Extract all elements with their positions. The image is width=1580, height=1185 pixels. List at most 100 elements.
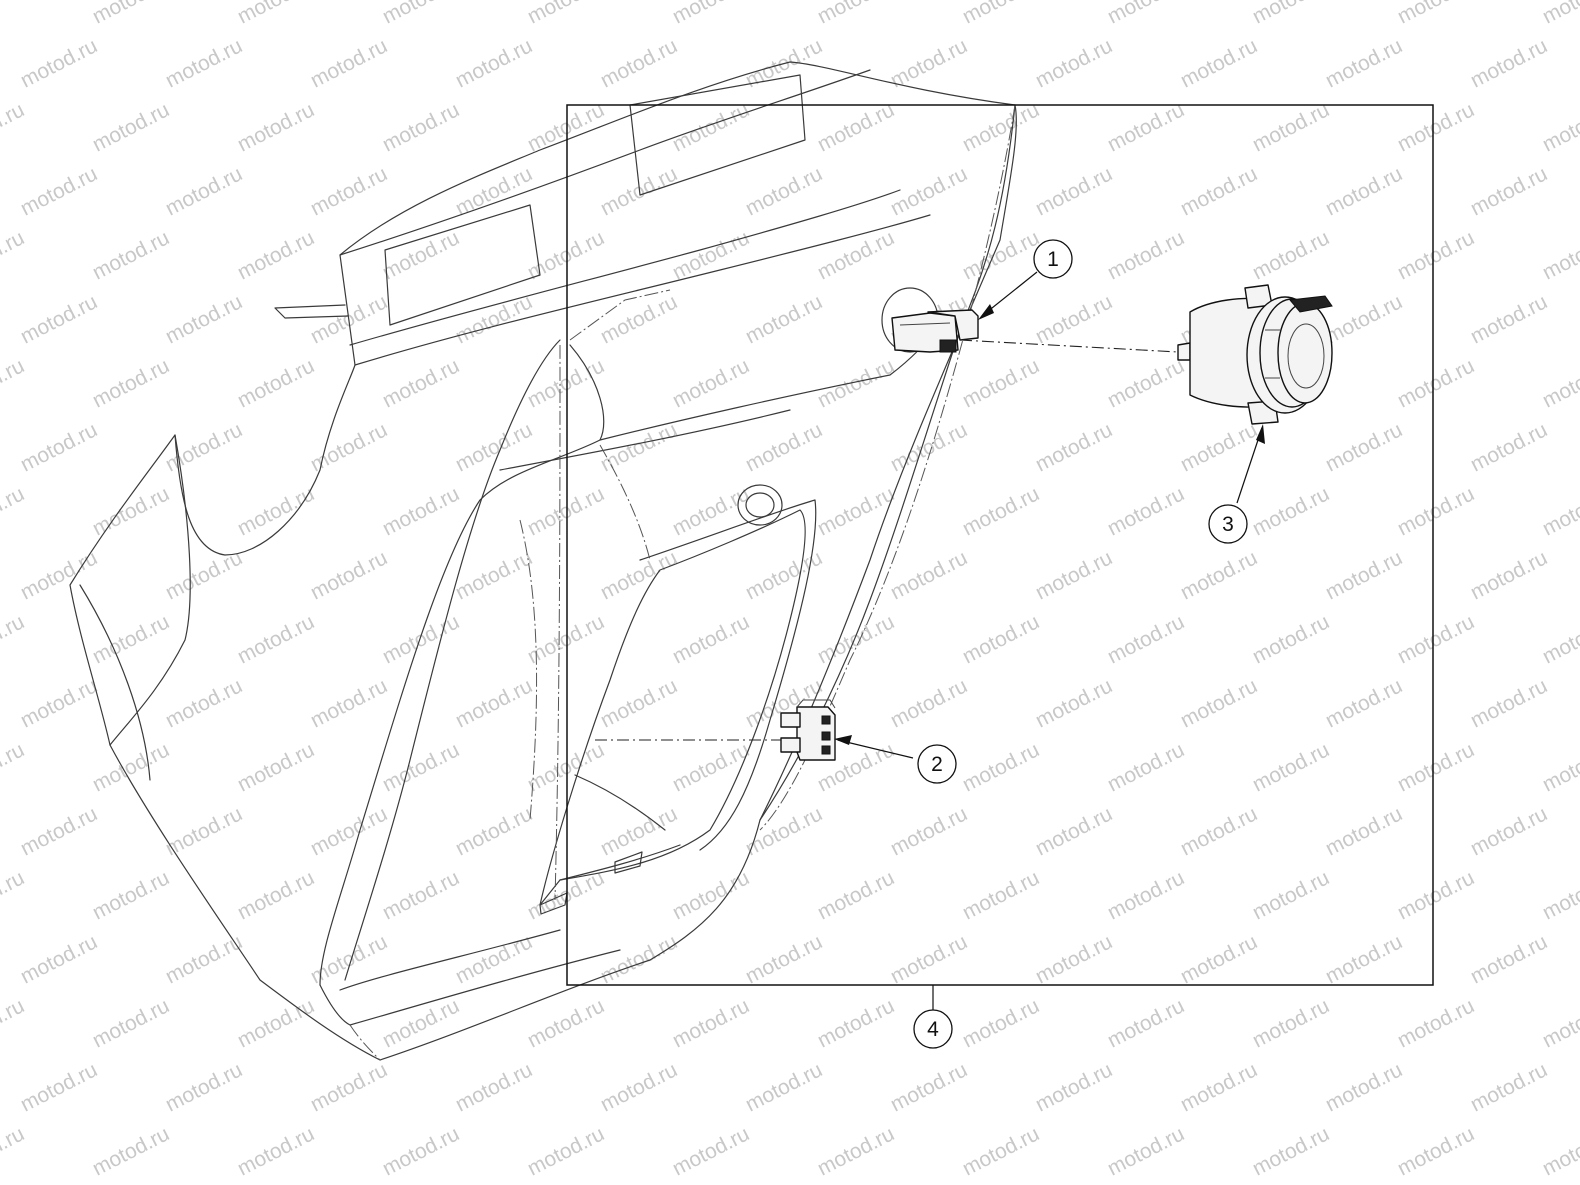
watermark-text: motod.ru xyxy=(307,34,391,92)
watermark-text: motod.ru xyxy=(452,418,536,476)
watermark-text: motod.ru xyxy=(1322,1058,1406,1116)
watermark-text: motod.ru xyxy=(1467,802,1551,860)
watermark-text: motod.ru xyxy=(1394,98,1478,156)
watermark-text: motod.ru xyxy=(959,1122,1043,1180)
watermark-text: motod.ru xyxy=(742,546,826,604)
watermark-text: motod.ru xyxy=(742,290,826,348)
callout-1: 1 xyxy=(1033,239,1073,279)
watermark-text: motod.ru xyxy=(814,866,898,924)
watermark-text: motod.ru xyxy=(814,482,898,540)
watermark-text: motod.ru xyxy=(669,98,753,156)
watermark-text: motod.ru xyxy=(1539,0,1580,28)
watermark-text: motod.ru xyxy=(17,1058,101,1116)
watermark-text: motod.ru xyxy=(814,98,898,156)
watermark-text: motod.ru xyxy=(162,290,246,348)
watermark-text: motod.ru xyxy=(814,1122,898,1180)
watermark-text: motod.ru xyxy=(1467,290,1551,348)
watermark-text: motod.ru xyxy=(1394,1122,1478,1180)
watermark-text: motod.ru xyxy=(89,98,173,156)
watermark-text: motod.ru xyxy=(1104,98,1188,156)
watermark-text: motod.ru xyxy=(959,482,1043,540)
watermark-text: motod.ru xyxy=(524,738,608,796)
watermark-text: motod.ru xyxy=(452,34,536,92)
watermark-text: motod.ru xyxy=(959,994,1043,1052)
assembly-lines xyxy=(595,339,1179,741)
watermark-text: motod.ru xyxy=(524,994,608,1052)
watermark-text: motod.ru xyxy=(1539,866,1580,924)
watermark-text: motod.ru xyxy=(1104,866,1188,924)
watermark-text: motod.ru xyxy=(887,802,971,860)
watermark-text: motod.ru xyxy=(1104,482,1188,540)
watermark-text: motod.ru xyxy=(1249,994,1333,1052)
watermark-text: motod.ru xyxy=(669,354,753,412)
watermark-text: motod.ru xyxy=(524,1122,608,1180)
watermark-text: motod.ru xyxy=(307,1058,391,1116)
part-3-power-socket xyxy=(1177,284,1333,425)
watermark-text: motod.ru xyxy=(1539,226,1580,284)
watermark-text: motod.ru xyxy=(162,930,246,988)
watermark-text: motod.ru xyxy=(307,546,391,604)
watermark-text: motod.ru xyxy=(17,802,101,860)
watermark-text: motod.ru xyxy=(162,674,246,732)
watermark-text: motod.ru xyxy=(1539,1122,1580,1180)
watermark-text: motod.ru xyxy=(597,418,681,476)
watermark-text: motod.ru xyxy=(452,802,536,860)
watermark-text: motod.ru xyxy=(89,226,173,284)
watermark-text: motod.ru xyxy=(0,1122,28,1180)
watermark-text: motod.ru xyxy=(1322,674,1406,732)
watermark-text: motod.ru xyxy=(234,0,318,28)
svg-text:1: 1 xyxy=(1047,248,1059,271)
watermark-text: motod.ru xyxy=(234,1122,318,1180)
watermark-text: motod.ru xyxy=(307,674,391,732)
watermark-text: motod.ru xyxy=(524,98,608,156)
watermark-text: motod.ru xyxy=(0,0,28,28)
svg-text:3: 3 xyxy=(1222,513,1234,536)
watermark-text: motod.ru xyxy=(1104,0,1188,28)
watermark-text: motod.ru xyxy=(524,0,608,28)
svg-text:2: 2 xyxy=(931,753,943,776)
watermark-text: motod.ru xyxy=(887,34,971,92)
watermark-text: motod.ru xyxy=(89,738,173,796)
watermark-text: motod.ru xyxy=(379,0,463,28)
watermark-text: motod.ru xyxy=(379,482,463,540)
watermark-text: motod.ru xyxy=(1394,226,1478,284)
callout-3: 3 xyxy=(1208,504,1248,544)
watermark-text: motod.ru xyxy=(1322,418,1406,476)
watermark-text: motod.ru xyxy=(17,930,101,988)
watermark-text: motod.ru xyxy=(814,354,898,412)
watermark-text: motod.ru xyxy=(234,354,318,412)
watermark-text: motod.ru xyxy=(524,866,608,924)
watermark-text: motod.ru xyxy=(234,738,318,796)
watermark-text: motod.ru xyxy=(1032,162,1116,220)
watermark-text: motod.ru xyxy=(959,0,1043,28)
watermark-text: motod.ru xyxy=(1322,162,1406,220)
watermark-text: motod.ru xyxy=(1032,546,1116,604)
watermark-text: motod.ru xyxy=(17,418,101,476)
watermark-text: motod.ru xyxy=(597,546,681,604)
watermark-text: motod.ru xyxy=(887,1058,971,1116)
watermark-text: motod.ru xyxy=(1467,930,1551,988)
watermark-text: motod.ru xyxy=(959,866,1043,924)
watermark-text: motod.ru xyxy=(234,610,318,668)
watermark-text: motod.ru xyxy=(814,0,898,28)
watermark-text: motod.ru xyxy=(597,34,681,92)
callout-2: 2 xyxy=(917,744,957,784)
watermark-text: motod.ru xyxy=(307,930,391,988)
watermark-text: motod.ru xyxy=(452,162,536,220)
watermark-text: motod.ru xyxy=(669,0,753,28)
watermark-text: motod.ru xyxy=(89,1122,173,1180)
watermark-text: motod.ru xyxy=(1249,866,1333,924)
watermark-text: motod.ru xyxy=(0,866,28,924)
watermark-text: motod.ru xyxy=(89,482,173,540)
watermark-text: motod.ru xyxy=(0,98,28,156)
fairing-panel-drawing xyxy=(69,61,1017,1061)
watermark-text: motod.ru xyxy=(1032,34,1116,92)
watermark-text: motod.ru xyxy=(1249,738,1333,796)
watermark-text: motod.ru xyxy=(89,610,173,668)
watermark-text: motod.ru xyxy=(1249,610,1333,668)
watermark-text: motod.ru xyxy=(1467,1058,1551,1116)
watermark-text: motod.ru xyxy=(17,34,101,92)
watermark-text: motod.ru xyxy=(524,482,608,540)
watermark-text: motod.ru xyxy=(887,546,971,604)
